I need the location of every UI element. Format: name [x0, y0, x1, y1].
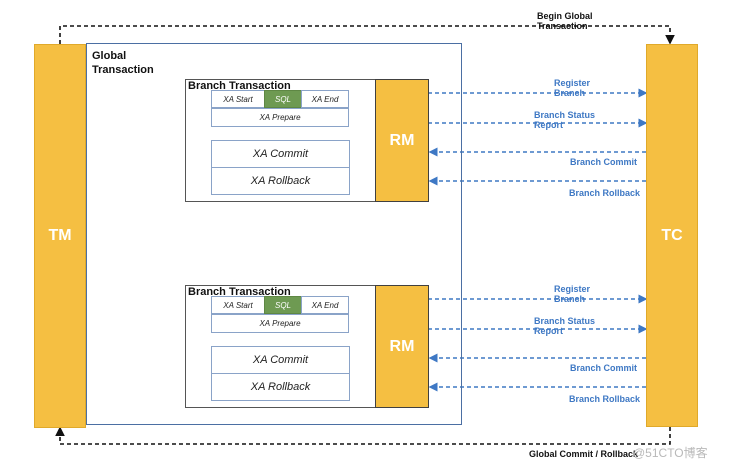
- branch-status-report-label-1: Branch Status Report: [534, 110, 596, 130]
- register-branch-label-1: Register Branch: [554, 78, 591, 98]
- tm-label: TM: [48, 227, 72, 244]
- rm-label-2: RM: [389, 337, 415, 355]
- global-transaction-box: [86, 43, 462, 425]
- global-commit-rollback-arrow: [55, 426, 671, 445]
- sql-cell-1: SQL: [264, 90, 302, 108]
- xa-end-cell-2: XA End: [301, 296, 349, 314]
- xa-start-cell-1: XA Start: [211, 90, 265, 108]
- branch-commit-label-2: Branch Commit: [570, 363, 638, 373]
- branch-commit-label-1: Branch Commit: [570, 157, 638, 167]
- branch-rollback-label-2: Branch Rollback: [569, 394, 641, 404]
- tc-label: TC: [661, 226, 683, 244]
- xa-commit-cell-2: XA Commit: [211, 346, 350, 374]
- rm-node-2: RM: [375, 285, 429, 408]
- tm-node: TM: [34, 44, 86, 428]
- xa-start-cell-2: XA Start: [211, 296, 265, 314]
- xa-rollback-cell-2: XA Rollback: [211, 373, 350, 401]
- branch-rollback-label-1: Branch Rollback: [569, 188, 641, 198]
- xa-commit-cell-1: XA Commit: [211, 140, 350, 168]
- sql-cell-2: SQL: [264, 296, 302, 314]
- tc-node: TC: [646, 44, 698, 427]
- register-branch-label-2: Register Branch: [554, 284, 591, 304]
- branch-transaction-title-1: Branch Transaction: [188, 80, 291, 92]
- global-transaction-label: Global Transaction: [92, 50, 154, 76]
- xa-prepare-cell-2: XA Prepare: [211, 314, 349, 333]
- xa-end-cell-1: XA End: [301, 90, 349, 108]
- rm-label-1: RM: [389, 131, 415, 149]
- begin-global-transaction-label: Begin Global Transaction: [537, 11, 593, 31]
- rm-node-1: RM: [375, 79, 429, 202]
- xa-rollback-cell-1: XA Rollback: [211, 167, 350, 195]
- watermark-text: @51CTO博客: [633, 446, 708, 460]
- begin-global-arrow: [59, 25, 675, 45]
- branch-status-report-label-2: Branch Status Report: [534, 316, 596, 336]
- xa-prepare-cell-1: XA Prepare: [211, 108, 349, 127]
- branch-transaction-title-2: Branch Transaction: [188, 286, 291, 298]
- global-commit-rollback-label: Global Commit / Rollback: [529, 449, 639, 459]
